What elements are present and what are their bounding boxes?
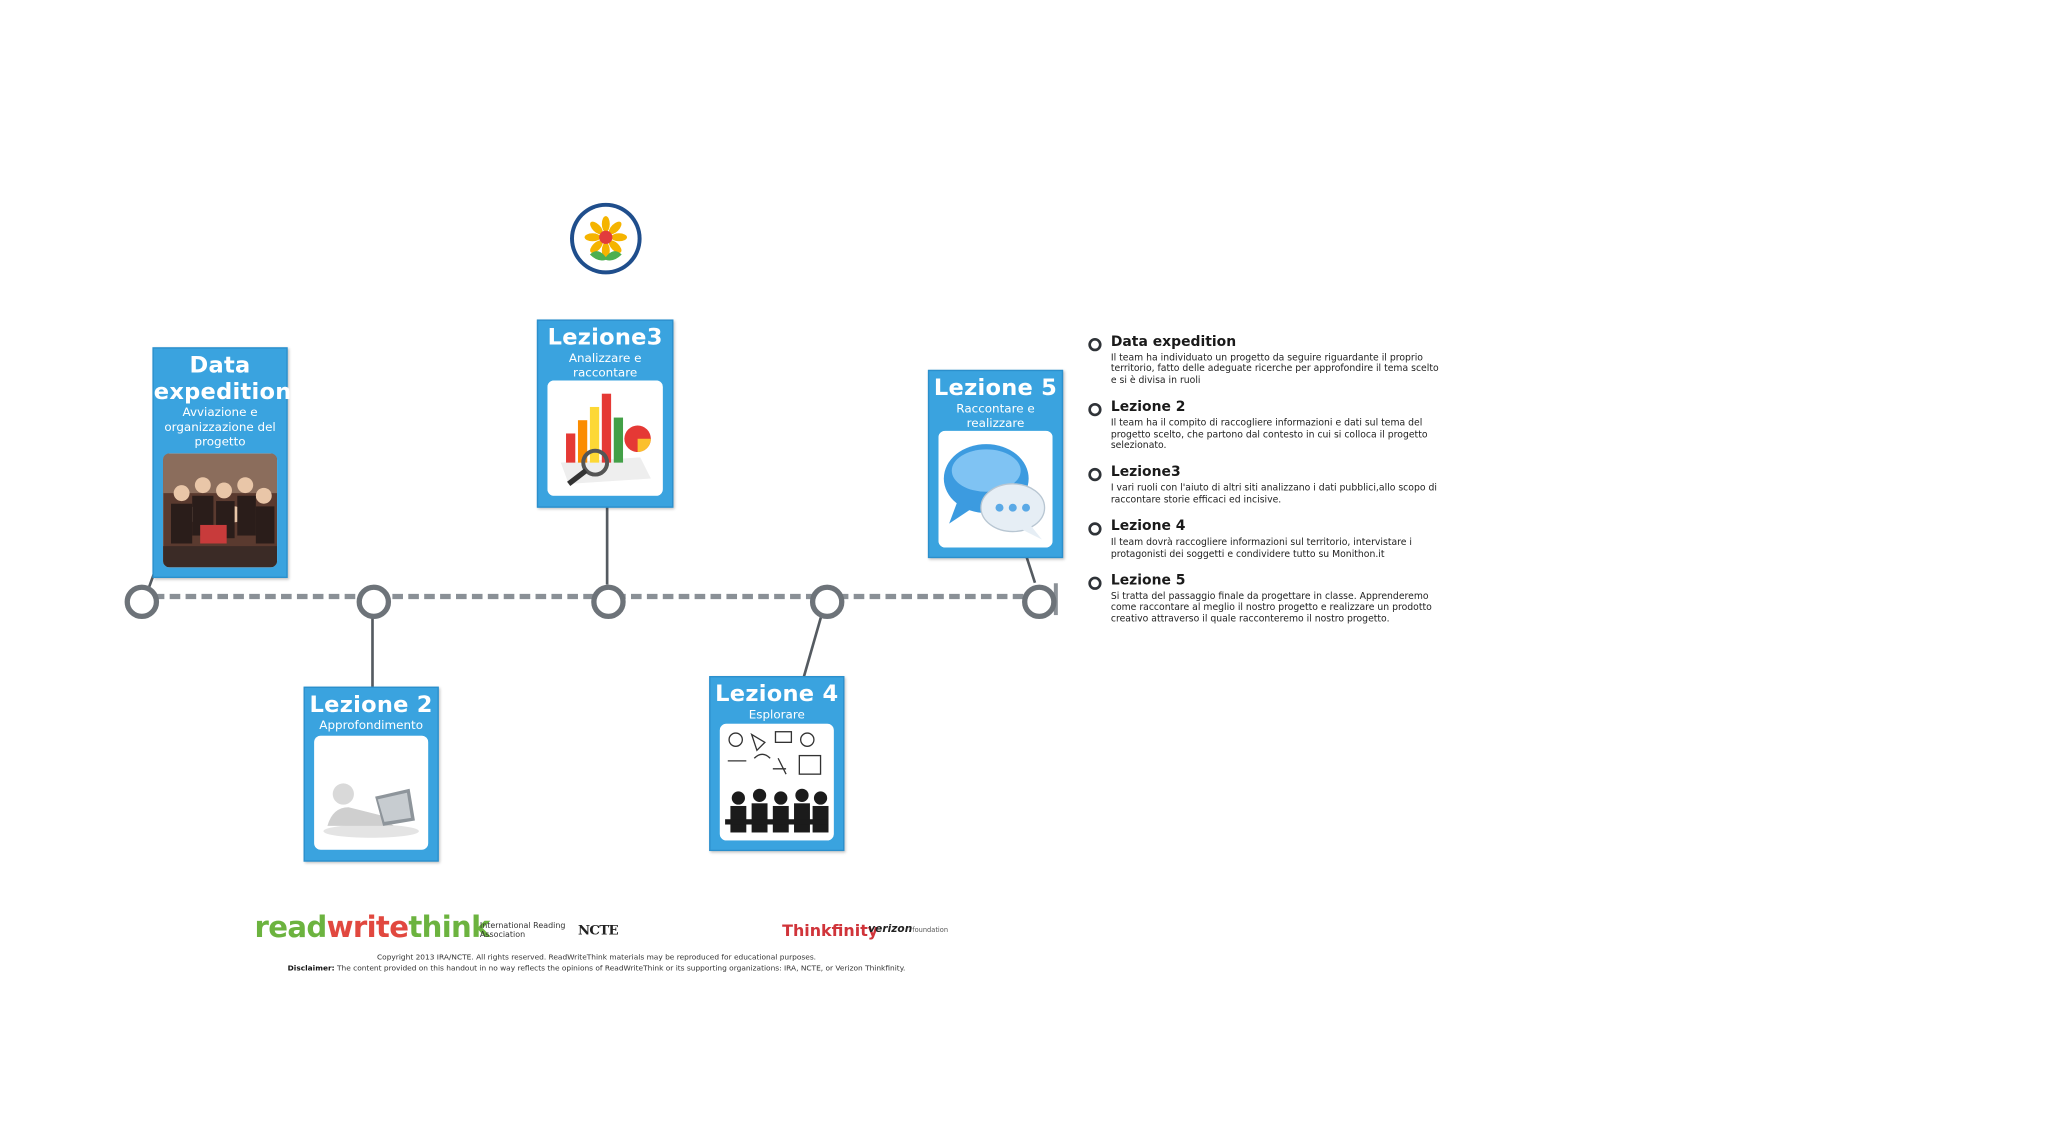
legend-title: Lezione 5 — [1110, 572, 1186, 589]
legend-item: Lezione 2 Il team ha il compito di racco… — [1087, 399, 1445, 451]
card-subtitle: Esplorare — [748, 709, 805, 723]
lessons-legend: Data expedition Il team ha individuato u… — [1087, 334, 1445, 638]
person-laptop-icon — [314, 735, 429, 850]
connector-line — [802, 613, 823, 679]
timeline-node — [1022, 584, 1057, 620]
legend-item: Lezione3 I vari ruoli con l'aiuto di alt… — [1087, 465, 1445, 506]
bullet-circle-icon — [1088, 403, 1102, 417]
bullet-circle-icon — [1088, 338, 1102, 352]
legend-title: Lezione 4 — [1110, 518, 1186, 535]
legend-title: Data expedition — [1110, 334, 1237, 350]
card-lezione3[interactable]: Lezione3 Analizzare e raccontare — [536, 319, 674, 508]
legend-item: Data expedition Il team ha individuato u… — [1087, 334, 1445, 386]
timeline-node — [356, 584, 392, 620]
card-title: Lezione 2 — [309, 691, 433, 719]
bullet-circle-icon — [1088, 468, 1102, 482]
bullet-circle-icon — [1088, 576, 1102, 590]
legend-title: Lezione3 — [1110, 464, 1181, 481]
meeting-image — [719, 723, 834, 841]
legend-item: Lezione 4 Il team dovrà raccogliere info… — [1087, 519, 1445, 560]
sunflower-logo-icon — [570, 202, 642, 275]
ncte-logo: NCTE — [577, 923, 619, 939]
chat-bubbles-icon — [938, 430, 1053, 548]
card-subtitle: Avviazione e organizzazione del progetto — [164, 406, 276, 450]
meeting-silhouette-icon — [719, 723, 834, 841]
card-subtitle: Approfondimento — [319, 719, 424, 734]
legend-text: Il team dovrà raccogliere informazioni s… — [1110, 537, 1412, 559]
timeline-node — [809, 584, 845, 620]
thinkfinity-logo: Thinkfinity — [782, 921, 879, 940]
verizon-logo: verizonfoundation — [868, 922, 949, 935]
card-lezione5[interactable]: Lezione 5 Raccontare e realizzare — [927, 369, 1064, 559]
copyright-text: Copyright 2013 IRA/NCTE. All rights rese… — [376, 954, 817, 963]
legend-item: Lezione 5 Si tratta del passaggio finale… — [1087, 573, 1445, 625]
legend-text: I vari ruoli con l'aiuto di altri siti a… — [1110, 483, 1437, 505]
chart-magnifier-image — [547, 380, 663, 496]
timeline-track — [137, 593, 1040, 600]
legend-title: Lezione 2 — [1110, 399, 1186, 416]
timeline-node — [591, 584, 626, 620]
legend-text: Il team ha individuato un progetto da se… — [1110, 352, 1439, 386]
card-title: Data expedition — [153, 352, 292, 406]
group-photo — [163, 453, 278, 568]
chat-bubbles-image — [938, 430, 1053, 548]
connector-line — [605, 505, 608, 585]
card-lezione2[interactable]: Lezione 2 Approfondimento — [303, 686, 439, 862]
laptop-figure-image — [314, 735, 429, 850]
connector-line — [1024, 554, 1036, 584]
ira-logo: International Reading Association — [479, 921, 566, 940]
card-data-expedition[interactable]: Data expedition Avviazione e organizzazi… — [152, 347, 292, 578]
timeline-node — [124, 584, 160, 620]
group-photo-icon — [163, 453, 278, 568]
bullet-circle-icon — [1088, 522, 1102, 536]
disclaimer-text: Disclaimer: The content provided on this… — [287, 965, 906, 973]
bar-chart-magnifier-icon — [547, 380, 663, 496]
readwritethink-logo: readwritethink — [254, 912, 491, 946]
card-subtitle: Raccontare e realizzare — [956, 402, 1035, 431]
legend-text: Il team ha il compito di raccogliere inf… — [1110, 417, 1428, 451]
card-title: Lezione3 — [547, 324, 663, 352]
card-lezione4[interactable]: Lezione 4 Esplorare — [709, 676, 845, 852]
card-title: Lezione 4 — [715, 681, 839, 708]
card-title: Lezione 5 — [933, 375, 1058, 402]
connector-line — [371, 612, 374, 690]
legend-text: Si tratta del passaggio finale da proget… — [1110, 591, 1432, 625]
card-subtitle: Analizzare e raccontare — [568, 352, 642, 381]
